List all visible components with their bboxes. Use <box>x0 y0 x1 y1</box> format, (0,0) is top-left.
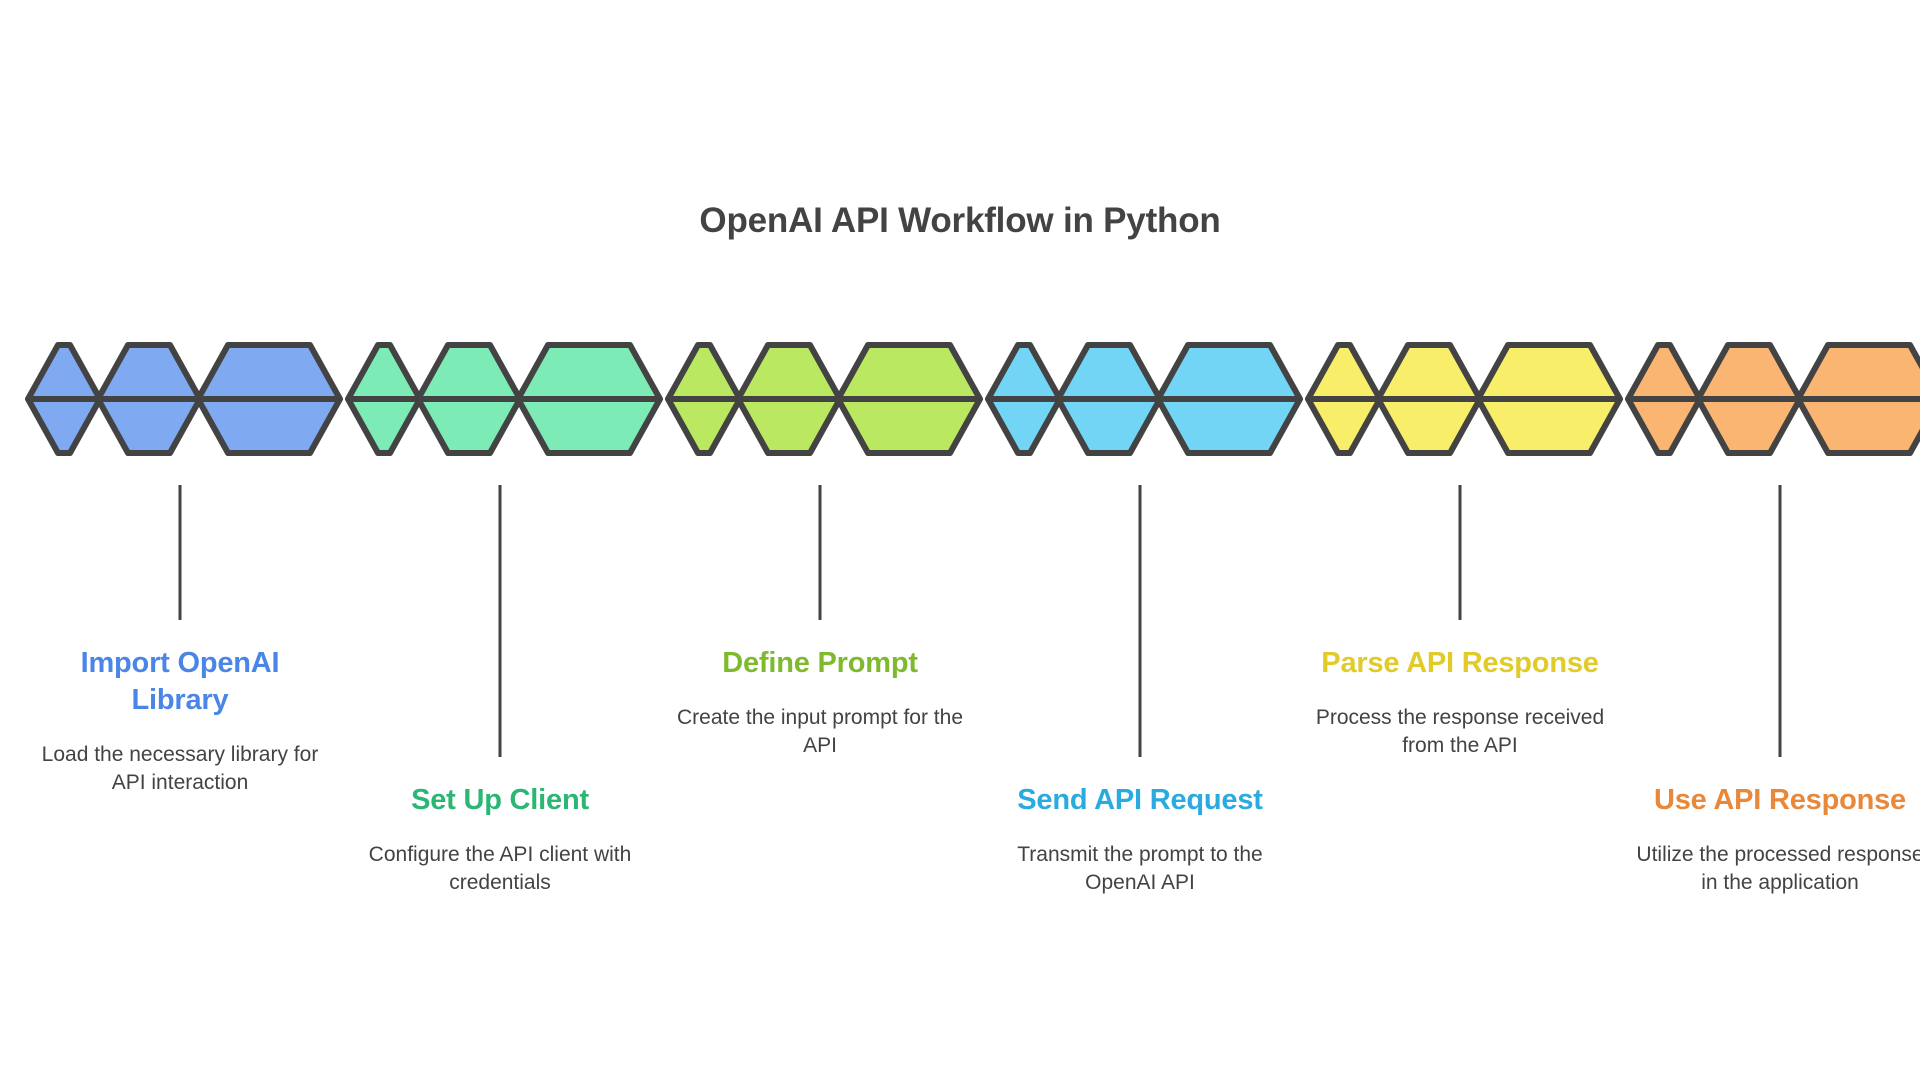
connector-line-4 <box>1138 485 1142 757</box>
connector-line-3 <box>818 485 822 620</box>
chevron-icon-set <box>1305 342 1623 456</box>
connector-line-2 <box>498 485 502 757</box>
chevron-icon-set <box>25 342 343 456</box>
chevron-icon-set <box>345 342 663 456</box>
chevron-icon-set <box>1625 342 1920 456</box>
chevron-group-5 <box>1300 342 1623 456</box>
step-title-3: Define Prompt <box>722 647 918 679</box>
chevron-arrow-icon-3 <box>515 342 663 456</box>
connector-line-5 <box>1458 485 1462 620</box>
chevron-icon-set <box>665 342 983 456</box>
chevron-arrow-icon-3 <box>1475 342 1623 456</box>
chevron-icon-set <box>985 342 1303 456</box>
step-title-2: Set Up Client <box>411 784 589 816</box>
chevron-arrow-icon-3 <box>1795 342 1920 456</box>
chevron-group-2 <box>340 342 663 456</box>
chevron-arrow-icon-2 <box>95 342 203 456</box>
chevron-arrow-icon-2 <box>415 342 523 456</box>
chevron-arrow-icon-1 <box>345 342 423 456</box>
page-title: OpenAI API Workflow in Python <box>699 201 1221 240</box>
chevron-group-6 <box>1620 342 1920 456</box>
chevron-arrow-icon-2 <box>1055 342 1163 456</box>
step-description-3: Create the input prompt for the API <box>677 706 963 758</box>
chevron-arrow-icon-1 <box>25 342 103 456</box>
chevron-arrow-icon-3 <box>1155 342 1303 456</box>
step-title-1: Import OpenAI Library <box>80 647 280 717</box>
chevron-arrow-icon-3 <box>835 342 983 456</box>
chevron-arrow-icon-2 <box>1375 342 1483 456</box>
chevron-arrow-icon-1 <box>1305 342 1383 456</box>
step-title-5: Parse API Response <box>1321 647 1599 679</box>
step-title-6: Use API Response <box>1654 784 1906 816</box>
chevron-group-1 <box>20 342 343 456</box>
step-title-4: Send API Request <box>1017 784 1263 816</box>
chevron-group-3 <box>660 342 983 456</box>
step-description-4: Transmit the prompt to the OpenAI API <box>1017 843 1263 895</box>
chevron-arrow-icon-1 <box>1625 342 1703 456</box>
chevron-arrow-icon-2 <box>1695 342 1803 456</box>
chevron-arrow-icon-2 <box>735 342 843 456</box>
step-description-1: Load the necessary library for API inter… <box>41 743 319 795</box>
chevron-arrow-icon-1 <box>985 342 1063 456</box>
step-description-5: Process the response received from the A… <box>1315 706 1605 758</box>
chevron-group-4 <box>980 342 1303 456</box>
connector-line-1 <box>178 485 182 620</box>
step-description-2: Configure the API client with credential… <box>368 843 632 895</box>
step-description-6: Utilize the processed response in the ap… <box>1636 843 1920 895</box>
connector-line-6 <box>1778 485 1782 757</box>
chevron-arrow-icon-3 <box>195 342 343 456</box>
chevron-arrow-icon-1 <box>665 342 743 456</box>
